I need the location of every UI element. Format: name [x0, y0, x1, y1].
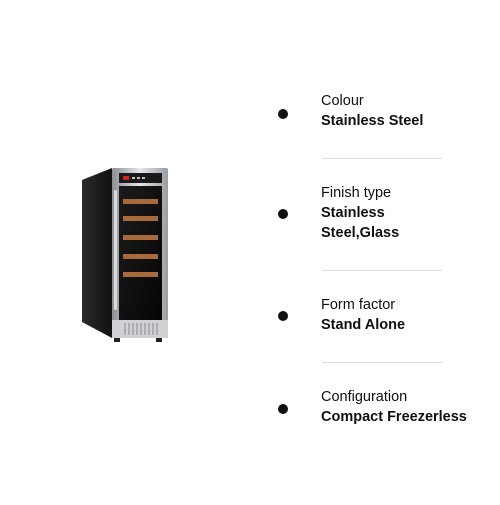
bullet-icon [278, 404, 288, 414]
spec-value: Stand Alone [321, 317, 406, 333]
wine-cooler-illustration [82, 168, 168, 342]
bullet-icon [278, 311, 288, 321]
shelf [123, 199, 158, 204]
cooler-vent [112, 320, 168, 338]
product-specs: Colour Stainless Steel Finish type Stain… [270, 0, 500, 500]
shelf [123, 272, 158, 277]
spec-value: Stainless Steel [321, 113, 424, 129]
spec-label: Configuration [321, 389, 408, 405]
shelf [123, 216, 158, 221]
spec-label: Colour [321, 93, 364, 109]
shelf [123, 235, 158, 240]
divider [322, 158, 442, 159]
spec-label: Finish type [321, 185, 392, 201]
temperature-display-icon [123, 176, 129, 180]
cooler-control-panel [119, 173, 162, 183]
divider [322, 362, 442, 363]
spec-value: Stainless Steel,Glass [321, 205, 400, 241]
bullet-icon [278, 109, 288, 119]
shelf [123, 254, 158, 259]
spec-value: Compact Freezerless [321, 409, 467, 425]
cooler-glass [119, 186, 162, 320]
product-image [0, 0, 250, 500]
divider [322, 270, 442, 271]
cooler-handle [114, 190, 117, 310]
cooler-side-panel [82, 168, 112, 338]
spec-label: Form factor [321, 297, 396, 313]
bullet-icon [278, 209, 288, 219]
